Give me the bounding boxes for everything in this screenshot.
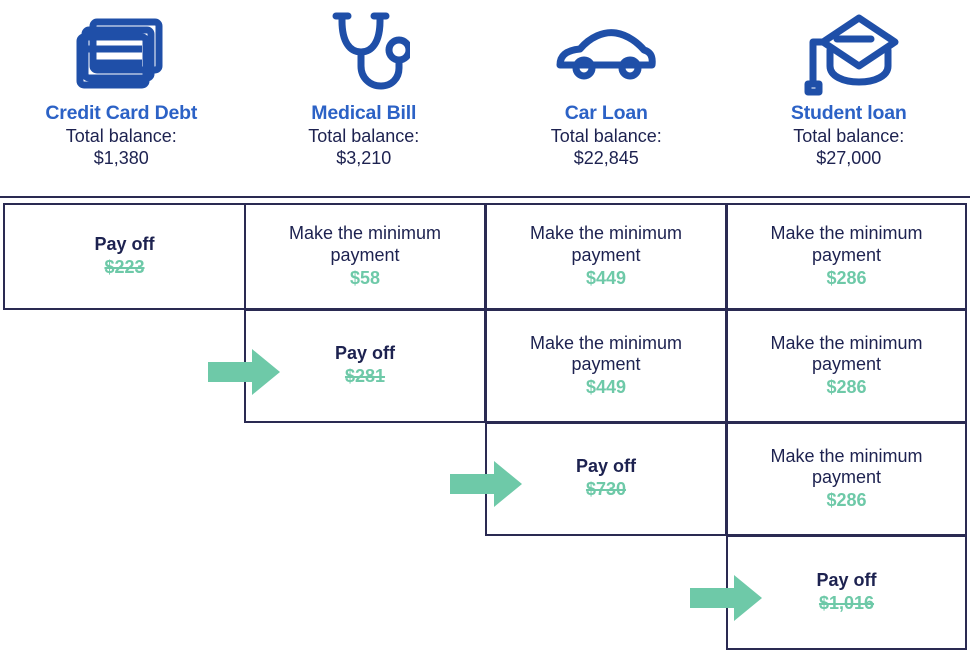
- table-row: Pay off $223: [3, 203, 246, 310]
- cell-label-line2: payment: [571, 354, 641, 375]
- debt-balance-value: $22,845: [573, 147, 639, 168]
- cell-label-line1: Make the minimum: [770, 332, 923, 353]
- payment-plan-grid: Pay off $223 Make the minimum payment $5…: [0, 197, 970, 653]
- cell-label: Pay off: [94, 233, 155, 254]
- header-divider: [0, 196, 970, 198]
- snowball-arrow-icon: [450, 461, 522, 507]
- debt-balance-value: $1,380: [93, 147, 149, 168]
- cell-label-line1: Make the minimum: [770, 223, 923, 244]
- cell-label: Pay off: [334, 343, 395, 364]
- credit-cards-icon: [0, 6, 243, 102]
- cell-amount: $730: [585, 479, 627, 500]
- cell-amount: $281: [344, 366, 386, 387]
- cell-amount: $286: [826, 267, 867, 288]
- debt-title: Student loan: [790, 102, 907, 124]
- table-row: Pay off $281: [244, 309, 486, 423]
- debt-balance-value: $3,210: [336, 147, 392, 168]
- cell-amount: $449: [585, 267, 627, 288]
- stethoscope-icon: [243, 6, 486, 102]
- debt-column-student-loan: Student loan Total balance: $27,000: [728, 0, 970, 197]
- cell-label-line2: payment: [811, 467, 882, 488]
- cell-label: Pay off: [816, 569, 877, 590]
- debt-balance-label: Total balance:: [793, 125, 905, 146]
- cell-amount: $449: [585, 377, 627, 398]
- table-row: Pay off $1,016: [726, 535, 967, 650]
- snowball-arrow-icon: [208, 349, 280, 395]
- debt-balance-label: Total balance:: [550, 125, 662, 146]
- cell-label-line2: payment: [811, 244, 882, 265]
- debt-balance-label: Total balance:: [308, 125, 420, 146]
- debt-column-credit-card-debt: Credit Card Debt Total balance: $1,380: [0, 0, 243, 197]
- car-icon: [485, 6, 728, 102]
- debt-title: Credit Card Debt: [45, 102, 198, 124]
- debt-column-car-loan: Car Loan Total balance: $22,845: [485, 0, 728, 197]
- snowball-arrow-icon: [690, 575, 762, 621]
- cell-label-line1: Make the minimum: [529, 332, 683, 353]
- table-row: Make the minimum payment $449: [485, 203, 727, 310]
- cell-label-line1: Make the minimum: [529, 223, 683, 244]
- debt-column-medical-bill: Medical Bill Total balance: $3,210: [243, 0, 486, 197]
- table-row: Make the minimum payment $286: [726, 422, 967, 536]
- debt-title: Car Loan: [564, 102, 648, 124]
- debt-header-row: Credit Card Debt Total balance: $1,380 M…: [0, 0, 970, 197]
- cell-amount: $286: [826, 490, 867, 511]
- cell-label-line1: Make the minimum: [770, 445, 923, 466]
- table-row: Make the minimum payment $286: [726, 203, 967, 310]
- cell-label-line1: Make the minimum: [288, 223, 442, 244]
- table-row: Make the minimum payment $58: [244, 203, 486, 310]
- cell-amount: $223: [104, 256, 145, 277]
- table-row: Make the minimum payment $449: [485, 309, 727, 423]
- cell-label-line2: payment: [811, 354, 882, 375]
- cell-label-line2: payment: [330, 244, 400, 265]
- debt-balance-value: $27,000: [816, 147, 882, 168]
- cell-amount: $58: [349, 267, 381, 288]
- cell-label-line2: payment: [571, 244, 641, 265]
- graduation-cap-icon: [728, 6, 970, 102]
- debt-balance-label: Total balance:: [65, 125, 177, 146]
- debt-title: Medical Bill: [311, 102, 417, 124]
- table-row: Make the minimum payment $286: [726, 309, 967, 423]
- cell-amount: $286: [826, 377, 867, 398]
- cell-amount: $1,016: [818, 592, 875, 613]
- cell-label: Pay off: [575, 456, 636, 477]
